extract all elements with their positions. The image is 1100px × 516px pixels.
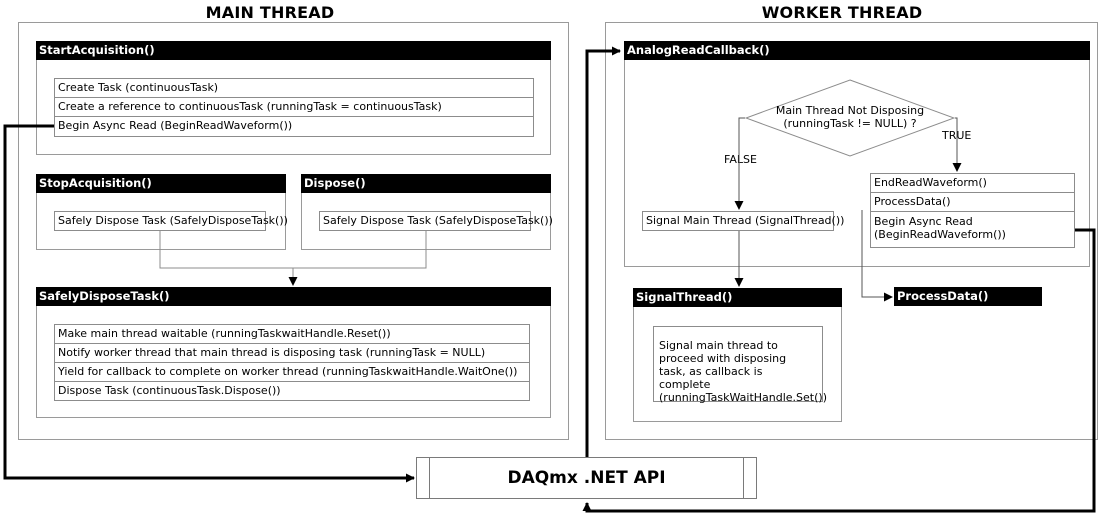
step-create-reference: Create a reference to continuousTask (ru… — [55, 98, 533, 117]
daqmx-api-right-bar — [743, 458, 744, 498]
main-thread-heading: MAIN THREAD — [205, 3, 335, 22]
dispose-merge-lines — [159, 231, 427, 269]
process-to-processdata-line — [861, 210, 893, 302]
decision-line-1: Main Thread Not Disposing — [775, 104, 925, 117]
step-process-data: ProcessData() — [871, 193, 1074, 212]
step-signal-main-thread: Signal Main Thread (SignalThread()) — [646, 214, 845, 227]
step-create-task: Create Task (continuousTask) — [55, 79, 533, 98]
step-yield-callback: Yield for callback to complete on worker… — [55, 363, 529, 382]
dispose-header: Dispose() — [301, 174, 551, 193]
begin-line-1: Begin Async Read — [874, 215, 973, 228]
signal-thread-description: Signal main thread to proceed with dispo… — [653, 326, 827, 404]
stop-acquisition-header: StopAcquisition() — [36, 174, 286, 193]
true-branch-steps: EndReadWaveform() ProcessData() Begin As… — [870, 173, 1075, 248]
main-to-api-line — [3, 124, 415, 483]
daqmx-api-left-bar — [429, 458, 430, 498]
step-notify-worker: Notify worker thread that main thread is… — [55, 344, 529, 363]
step-safely-dispose-dispose: Safely Dispose Task (SafelyDisposeTask()… — [323, 214, 553, 227]
signal-main-thread-box: Signal Main Thread (SignalThread()) — [642, 211, 845, 231]
begin-line-2: (BeginReadWaveform()) — [874, 228, 1006, 241]
step-begin-async-read: Begin Async Read (BeginReadWaveform()) — [58, 119, 293, 132]
decision-line-2: (runningTask != NULL) ? — [783, 117, 917, 130]
dispose-steps: Safely Dispose Task (SafelyDisposeTask()… — [319, 211, 553, 231]
safely-dispose-task-header: SafelyDisposeTask() — [36, 287, 551, 306]
stop-acquisition-steps: Safely Dispose Task (SafelyDisposeTask()… — [54, 211, 288, 231]
worker-to-api-line — [582, 228, 1096, 513]
daqmx-api-box: DAQmx .NET API — [416, 457, 757, 499]
safely-dispose-task-steps: Make main thread waitable (runningTaskwa… — [54, 324, 530, 401]
merge-line — [159, 231, 427, 269]
api-to-callback-line — [585, 46, 621, 457]
step-safely-dispose-stop: Safely Dispose Task (SafelyDisposeTask()… — [58, 214, 288, 227]
step-begin-async-read-worker: Begin Async Read (BeginReadWaveform()) — [871, 212, 1074, 241]
signal-thread-header: SignalThread() — [633, 288, 842, 307]
true-branch-line — [952, 117, 962, 172]
false-label: FALSE — [724, 153, 757, 166]
process-data-header: ProcessData() — [894, 287, 1042, 306]
false-branch-line — [734, 117, 745, 210]
analog-read-callback-header: AnalogReadCallback() — [624, 41, 1090, 60]
decision-text: Main Thread Not Disposing (runningTask !… — [755, 104, 945, 130]
step-dispose-task: Dispose Task (continuousTask.Dispose()) — [58, 384, 281, 397]
step-end-read-waveform: EndReadWaveform() — [871, 174, 1074, 193]
decision-diamond — [745, 79, 955, 157]
start-acquisition-steps: Create Task (continuousTask) Create a re… — [54, 78, 534, 137]
daqmx-api-title: DAQmx .NET API — [507, 468, 666, 488]
start-acquisition-header: StartAcquisition() — [36, 41, 551, 60]
step-make-waitable: Make main thread waitable (runningTaskwa… — [55, 325, 529, 344]
worker-thread-heading: WORKER THREAD — [761, 3, 923, 22]
